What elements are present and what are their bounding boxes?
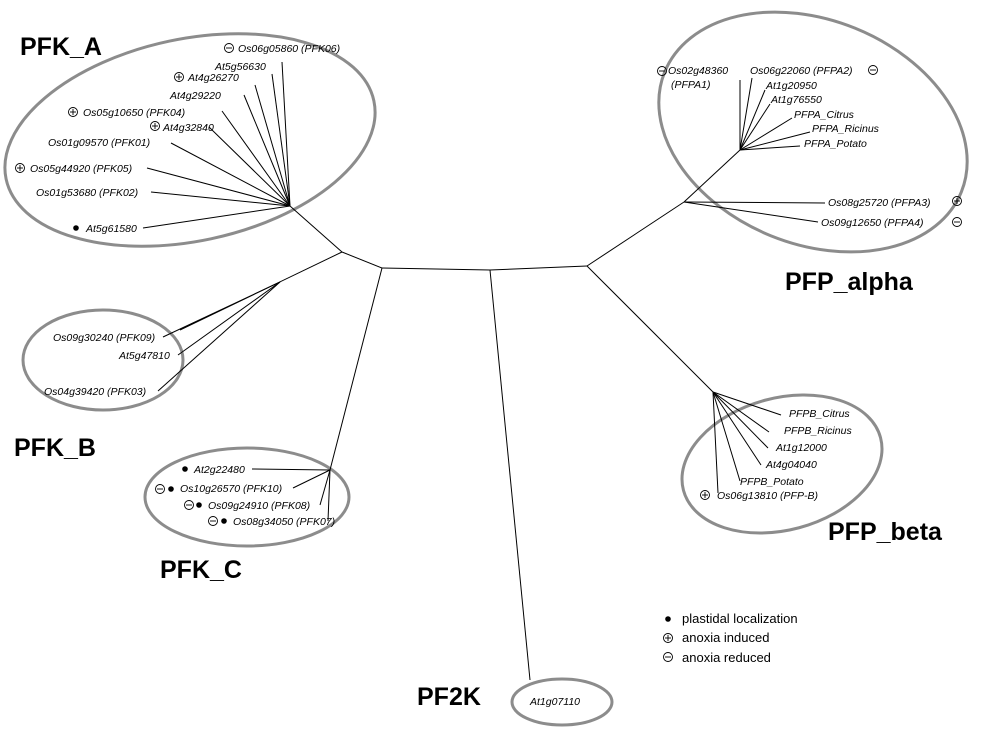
plastidal-dot-icon: [182, 466, 188, 472]
plastidal-dot-icon: [73, 225, 79, 231]
leaf-labels: Os06g05860 (PFK06) At5g56630 At4g26270 A…: [30, 43, 931, 708]
ellipse-pfk-c: [143, 446, 351, 548]
leaf-os09g30240: Os09g30240 (PFK09): [53, 332, 155, 344]
legend-reduced-label: anoxia reduced: [682, 650, 771, 665]
plastidal-dot-icon: [221, 518, 227, 524]
leaf-at4g04040: At4g04040: [765, 459, 817, 471]
leaf-pfpa-ricinus: PFPA_Ricinus: [812, 123, 880, 135]
leaf-at5g61580: At5g61580: [85, 223, 137, 235]
leaf-os02g48360-pfpa1: (PFPA1): [671, 79, 710, 91]
leaf-at1g20950: At1g20950: [765, 80, 817, 92]
leaf-at4g29220: At4g29220: [169, 90, 221, 102]
group-labels: PFK_A PFK_B PFK_C PFP_alpha PFP_beta PF2…: [14, 33, 943, 711]
leaf-at1g12000: At1g12000: [775, 442, 827, 454]
markers: [15, 43, 962, 662]
leaf-os08g34050: Os08g34050 (PFK07): [233, 516, 335, 528]
anoxia-induced-icon: [952, 196, 962, 206]
ellipse-pfk-b: [21, 308, 185, 412]
anoxia-induced-icon: [15, 163, 25, 173]
tree-branches: [142, 61, 826, 681]
legend-plastidal-label: plastidal localization: [682, 611, 798, 626]
group-label-pfk-a: PFK_A: [20, 33, 102, 61]
leaf-os05g44920: Os05g44920 (PFK05): [30, 163, 132, 175]
group-label-pfp-beta: PFP_beta: [828, 518, 943, 546]
leaf-pfpa-citrus: PFPA_Citrus: [794, 109, 855, 121]
leaf-pfpa-potato: PFPA_Potato: [804, 138, 867, 150]
leaf-os01g09570: Os01g09570 (PFK01): [48, 137, 150, 149]
anoxia-reduced-icon: [155, 484, 165, 494]
group-label-pfk-b: PFK_B: [14, 434, 96, 462]
leaf-os06g22060: Os06g22060 (PFPA2): [750, 65, 853, 77]
leaf-os05g10650: Os05g10650 (PFK04): [83, 107, 185, 119]
leaf-at4g32840: At4g32840: [162, 122, 214, 134]
leaf-os04g39420: Os04g39420 (PFK03): [44, 386, 146, 398]
legend-induced-label: anoxia induced: [682, 630, 769, 645]
group-label-pf2k: PF2K: [417, 683, 481, 711]
leaf-pfpb-potato: PFPB_Potato: [740, 476, 804, 488]
anoxia-reduced-icon: [208, 516, 218, 526]
group-label-pfk-c: PFK_C: [160, 556, 242, 584]
leaf-os02g48360: Os02g48360: [668, 65, 728, 77]
legend: plastidal localization anoxia induced an…: [682, 611, 798, 665]
anoxia-induced-icon: [663, 633, 673, 643]
leaf-os08g25720: Os08g25720 (PFPA3): [828, 197, 931, 209]
ellipse-pfp-beta: [680, 393, 884, 535]
plastidal-dot-icon: [665, 616, 671, 622]
leaf-os10g26570: Os10g26570 (PFK10): [180, 483, 282, 495]
leaf-os09g12650: Os09g12650 (PFPA4): [821, 217, 924, 229]
anoxia-reduced-icon: [868, 65, 878, 75]
anoxia-induced-icon: [174, 72, 184, 82]
leaf-pfpb-ricinus: PFPB_Ricinus: [784, 425, 852, 437]
anoxia-reduced-icon: [663, 652, 673, 662]
leaf-at5g56630: At5g56630: [214, 61, 266, 73]
anoxia-induced-icon: [700, 490, 710, 500]
leaf-os06g05860: Os06g05860 (PFK06): [238, 43, 340, 55]
anoxia-induced-icon: [68, 107, 78, 117]
leaf-os06g13810: Os06g13810 (PFP-B): [717, 490, 818, 502]
anoxia-reduced-icon: [952, 217, 962, 227]
anoxia-reduced-icon: [657, 66, 667, 76]
leaf-at1g07110: At1g07110: [529, 696, 580, 708]
leaf-pfpb-citrus: PFPB_Citrus: [789, 408, 850, 420]
ellipse-pfp-alpha: [657, 10, 969, 254]
leaf-os01g53680: Os01g53680 (PFK02): [36, 187, 138, 199]
leaf-at2g22480: At2g22480: [193, 464, 245, 476]
leaf-at4g26270: At4g26270: [187, 72, 239, 84]
leaf-at5g47810: At5g47810: [118, 350, 170, 362]
ellipse-pfk-a: [3, 32, 377, 248]
plastidal-dot-icon: [196, 502, 202, 508]
anoxia-reduced-icon: [224, 43, 234, 53]
anoxia-reduced-icon: [184, 500, 194, 510]
leaf-at1g76550: At1g76550: [770, 94, 822, 106]
plastidal-dot-icon: [168, 486, 174, 492]
anoxia-induced-icon: [150, 121, 160, 131]
ellipse-pf2k: [510, 677, 614, 727]
leaf-os09g24910: Os09g24910 (PFK08): [208, 500, 310, 512]
group-label-pfp-alpha: PFP_alpha: [785, 268, 914, 296]
